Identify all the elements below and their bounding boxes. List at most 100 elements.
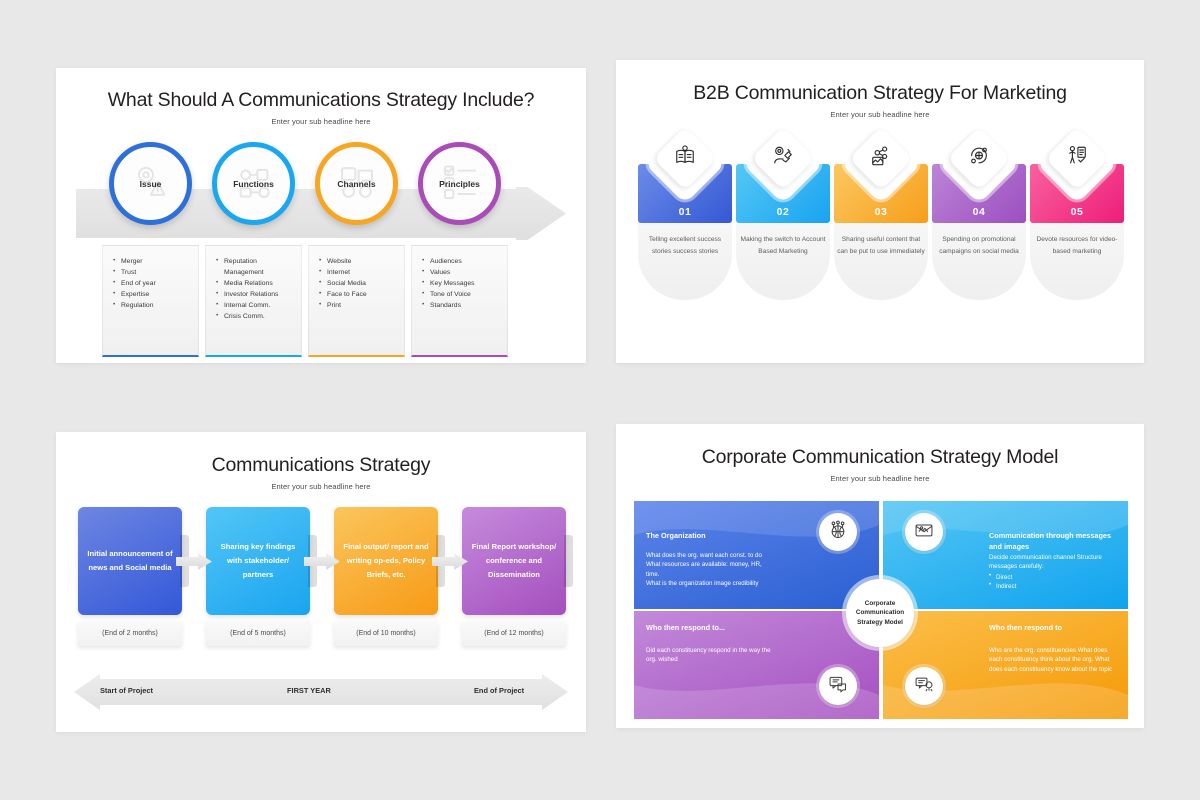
envelope-image-icon [914,520,934,545]
slide4-quadrant-title: Who then respond to [989,623,1062,632]
list-item: Audiences [422,256,501,267]
list-item: Crisis Comm. [216,311,295,322]
list-item: Face to Face [319,289,398,300]
slide2-title: B2B Communication Strategy For Marketing [693,82,1067,104]
slide4-quadrant-title: Communication through messages and image… [989,531,1112,551]
list-item: Social Media [319,278,398,289]
slide-corporate-communication-model[interactable]: Corporate Communication Strategy Model E… [616,424,1144,728]
media-channels-icon [337,161,377,206]
slide3-step-caption: (End of 10 months) [334,621,438,646]
body-line: Who are the org. constituencies What doe… [989,647,1113,673]
slide3-step-text: Final Report workshop/ conference and Di… [471,541,557,580]
wave-decoration-icon [634,683,879,719]
slide4-quadrant-badge [905,513,943,551]
body-line: Decide communication channel Structure m… [989,554,1102,571]
slide-b2b-communication-strategy[interactable]: B2B Communication Strategy For Marketing… [616,60,1144,363]
slide1-step-label: Principles [439,178,480,189]
slide1-step-circle-principles[interactable]: Principles [418,142,501,225]
slide3-content: Start of Project FIRST YEAR End of Proje… [56,507,586,727]
slide4-quadrant-body: What does the org. want each const. to d… [646,551,774,588]
checklist-icon [440,161,480,206]
slide3-step-text: Final output/ report and writing op-eds,… [343,541,429,580]
slide4-quadrant-bottom-right[interactable]: Who then respond to Who are the org. cons… [883,611,1128,719]
slide1-card-issue: MergerTrustEnd of yearExpertiseRegulatio… [102,245,199,357]
slide1-step-circles: Issue Functions Channels Principles [56,140,586,250]
timeline-end-label: End of Project [474,686,525,695]
slide-communications-strategy-include[interactable]: What Should A Communications Strategy In… [56,68,586,363]
slide4-quadrant-top-right[interactable]: Communication through messages and image… [883,501,1128,609]
list-item: Tone of Voice [422,289,501,300]
slide2-step-number: 05 [1070,206,1084,218]
target-hand-icon [772,145,794,172]
list-item: Direct [989,572,1117,582]
slide2-step-number: 02 [776,206,790,218]
timeline-double-arrow-icon [74,674,568,710]
slide4-content: Who then respond to Who are the org. cons… [616,499,1144,727]
network-functions-icon [234,161,274,206]
list-item: Merger [113,256,192,267]
slide1-subtitle: Enter your sub headline here [271,117,371,126]
share-content-icon [870,145,892,172]
list-item: Internet [319,267,398,278]
slide3-step-caption: (End of 12 months) [462,621,566,646]
book-idea-icon [674,145,696,172]
slide4-quadrant-title: The Organization [646,531,706,540]
slide2-step-text: Telling excellent success stories succes… [648,236,722,255]
timeline-middle-label: FIRST YEAR [287,686,331,695]
slide1-step-circle-functions[interactable]: Functions [212,142,295,225]
slide2-step-text: Making the switch to Account Based Marke… [740,236,826,255]
slide3-step-box: Final Report workshop/ conference and Di… [462,507,573,615]
slide4-quadrant-badge [819,513,857,551]
slide3-connector-arrow-icon [304,553,340,570]
slide4-quadrant-bottom-left[interactable]: Who then respond to...Did each constitue… [634,611,879,719]
video-presenter-icon [1066,145,1088,172]
slide3-step-caption: (End of 2 months) [78,621,182,646]
slide2-step-number: 03 [874,206,888,218]
slide4-quadrant-badge [819,667,857,705]
slide3-subtitle: Enter your sub headline here [271,482,371,491]
alert-gear-icon [131,161,171,206]
list-item: Print [319,300,398,311]
slide4-quadrant-body: Decide communication channel Structure m… [989,553,1117,591]
slide1-step-label: Channels [337,178,376,189]
slide2-step-text: Spending on promotional campaigns on soc… [939,236,1019,255]
slide3-step-text: Initial announcement of news and Social … [87,548,173,572]
slide3-step-box: Final output/ report and writing op-eds,… [334,507,445,615]
body-line: Did each constituency respond in the way… [646,647,771,664]
slide3-step-box: Sharing key findings with stakeholder/ p… [206,507,317,615]
slide1-card-principles: AudiencesValuesKey MessagesTone of Voice… [411,245,508,357]
slide3-step-4[interactable]: Final Report workshop/ conference and Di… [462,507,573,646]
slide1-step-label: Issue [139,178,162,189]
social-campaign-icon [968,145,990,172]
slide1-step-circle-issue[interactable]: Issue [109,142,192,225]
wave-decoration-icon [883,683,1128,719]
list-item: Key Messages [422,278,501,289]
fold-tab-shape [564,535,573,587]
slide1-step-cards: MergerTrustEnd of yearExpertiseRegulatio… [56,245,586,357]
slide1-step-circle-channels[interactable]: Channels [315,142,398,225]
slide3-step-1[interactable]: Initial announcement of news and Social … [78,507,189,646]
slide1-step-label: Functions [233,178,274,189]
slide3-step-2[interactable]: Sharing key findings with stakeholder/ p… [206,507,317,646]
slide1-card-channels: WebsiteInternetSocial MediaFace to FaceP… [308,245,405,357]
wave-decoration-icon [634,501,879,537]
slide3-step-3[interactable]: Final output/ report and writing op-eds,… [334,507,445,646]
list-item: Values [422,267,501,278]
slide1-title: What Should A Communications Strategy In… [107,89,535,111]
slide3-step-box: Initial announcement of news and Social … [78,507,189,615]
wave-decoration-icon [883,501,1128,537]
list-item: Indirect [989,581,1117,591]
slide3-title: Communications Strategy [211,454,431,476]
slide4-quadrant-body: Did each constituency respond in the way… [646,646,774,665]
slide4-quadrant-badge [905,667,943,705]
list-item: Investor Relations [216,289,295,300]
body-line: What resources are available: money, HR,… [646,561,762,578]
slide-communications-strategy-timeline[interactable]: Communications Strategy Enter your sub h… [56,432,586,732]
slide2-step-number: 01 [678,206,692,218]
slide2-step-text: Devote resources for video-based marketi… [1036,236,1118,255]
slide2-subtitle: Enter your sub headline here [830,110,930,119]
